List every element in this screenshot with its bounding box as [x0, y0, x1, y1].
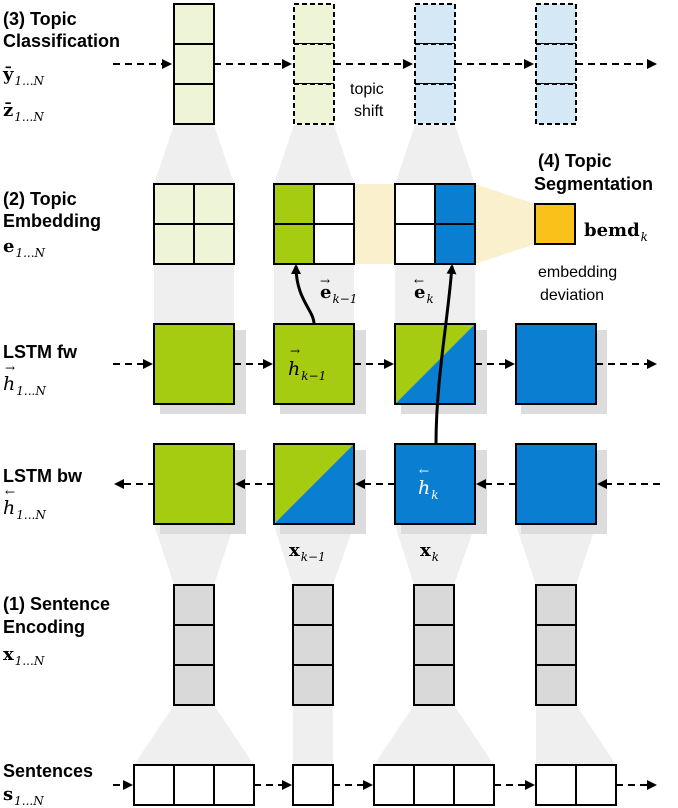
lstm-bw-var: h1...N: [3, 497, 46, 522]
funnel-enc-lstm-2: [274, 525, 354, 585]
topic-classification-boxes: [173, 3, 577, 125]
inline-annotations: topic shift → ek−1 ← ek → hk−1 ← hk xk−1…: [288, 81, 439, 564]
sent-box-2: [292, 764, 334, 806]
seg-title-2: Segmentation: [534, 174, 653, 194]
sent-title: Sentences: [3, 761, 93, 781]
sentence-encoding-boxes: [173, 584, 577, 706]
sent-var: s1...N: [3, 784, 44, 808]
lstm-bw-title: LSTM bw: [3, 466, 83, 486]
enc-box-2: [292, 584, 334, 706]
bemd-label: bemdk: [584, 220, 648, 244]
emb-title-2: Embedding: [3, 211, 101, 231]
funnel-sent-enc-4: [536, 705, 616, 765]
enc-title-2: Encoding: [3, 617, 85, 637]
lstm-fw-box-1: [153, 323, 235, 405]
lstm-bw-box-2: [273, 443, 355, 525]
funnel-emb-cls-2: [274, 125, 354, 184]
lstm-fw-boxes: [153, 323, 597, 405]
sent-box-3: [373, 764, 495, 806]
cls-title-2: Classification: [3, 31, 120, 51]
funnel-sent-enc-3: [374, 705, 494, 765]
lstm-bw-box-1: [153, 443, 235, 525]
flow-arrows: [113, 59, 660, 790]
arrow-h-k-to-e-k: [434, 264, 457, 445]
h-prev-label: hk−1: [288, 358, 326, 383]
row-labels: (3) Topic Classification ȳ1...N z̄1...N …: [2, 9, 120, 808]
cls-box-2: [293, 3, 335, 125]
enc-box-3: [413, 584, 455, 706]
e-prev-label: ek−1: [320, 282, 357, 306]
e-k-arrow: ←: [414, 274, 424, 288]
lstm-bw-arrow: ←: [5, 485, 15, 499]
lstm-bw-box-3: [394, 443, 476, 525]
lstm-fw-arrow: →: [5, 361, 15, 375]
enc-box-4: [535, 584, 577, 706]
h-k-arrow: ←: [419, 464, 429, 478]
emb-box-2: [273, 183, 355, 265]
topic-shift-2: shift: [354, 103, 384, 120]
sentence-token-boxes: [133, 764, 617, 806]
lstm-bw-boxes: [153, 443, 597, 525]
cls-var-z: z̄1...N: [3, 100, 44, 124]
cls-title-1: (3) Topic: [3, 9, 77, 29]
topic-embedding-boxes: [153, 183, 476, 265]
enc-var: x1...N: [3, 644, 45, 668]
funnel-sent-enc-1: [134, 705, 254, 765]
deviation-note-1: embedding: [538, 264, 617, 281]
lstm-fw-box-3: [394, 323, 476, 405]
enc-title-1: (1) Sentence: [3, 594, 110, 614]
topic-segmentation-block: (4) Topic Segmentation bemdk embedding d…: [534, 151, 653, 304]
lstm-fw-box-4: [515, 323, 597, 405]
enc-box-1: [173, 584, 215, 706]
arrow-h-prev-to-e-prev: [291, 264, 316, 325]
h-prev-arrow: →: [290, 344, 300, 358]
deviation-note-2: deviation: [540, 287, 604, 304]
x-k-label: xk: [420, 540, 439, 564]
lstm-bw-box-4: [515, 443, 597, 525]
funnel-enc-lstm-4: [516, 525, 596, 585]
emb-var: e1...N: [3, 236, 46, 260]
sent-box-4: [535, 764, 617, 806]
emb-title-1: (2) Topic: [3, 189, 77, 209]
funnel-sent-enc-2: [293, 705, 333, 765]
sent-box-1: [133, 764, 255, 806]
funnel-lstm-emb-3: [395, 264, 475, 325]
funnel-shapes: [134, 125, 616, 765]
cls-box-4: [535, 3, 577, 125]
cls-box-3: [414, 3, 456, 125]
e-k-label: ek: [414, 282, 434, 306]
funnel-enc-lstm-3: [395, 525, 475, 585]
emb-box-1: [153, 183, 235, 265]
lstm-fw-title: LSTM fw: [3, 342, 78, 362]
funnel-emb-cls-1: [154, 125, 234, 184]
funnel-lstm-emb-2: [274, 264, 354, 325]
h-k-label: hk: [418, 477, 439, 502]
e-prev-arrow: →: [320, 274, 330, 288]
cls-box-1: [173, 3, 215, 125]
funnel-emb-cls-3: [395, 125, 475, 184]
lstm-fw-var: h1...N: [3, 373, 46, 398]
funnel-lstm-emb-1: [154, 264, 234, 325]
bemd-box: [534, 203, 576, 245]
cls-var-y: ȳ1...N: [2, 64, 45, 88]
seg-title-1: (4) Topic: [538, 151, 612, 171]
topic-shift-1: topic: [350, 81, 384, 98]
lstm-fw-box-2: [273, 323, 355, 405]
emb-box-3: [394, 183, 476, 265]
funnel-enc-lstm-1: [154, 525, 234, 585]
x-prev-label: xk−1: [289, 540, 326, 564]
